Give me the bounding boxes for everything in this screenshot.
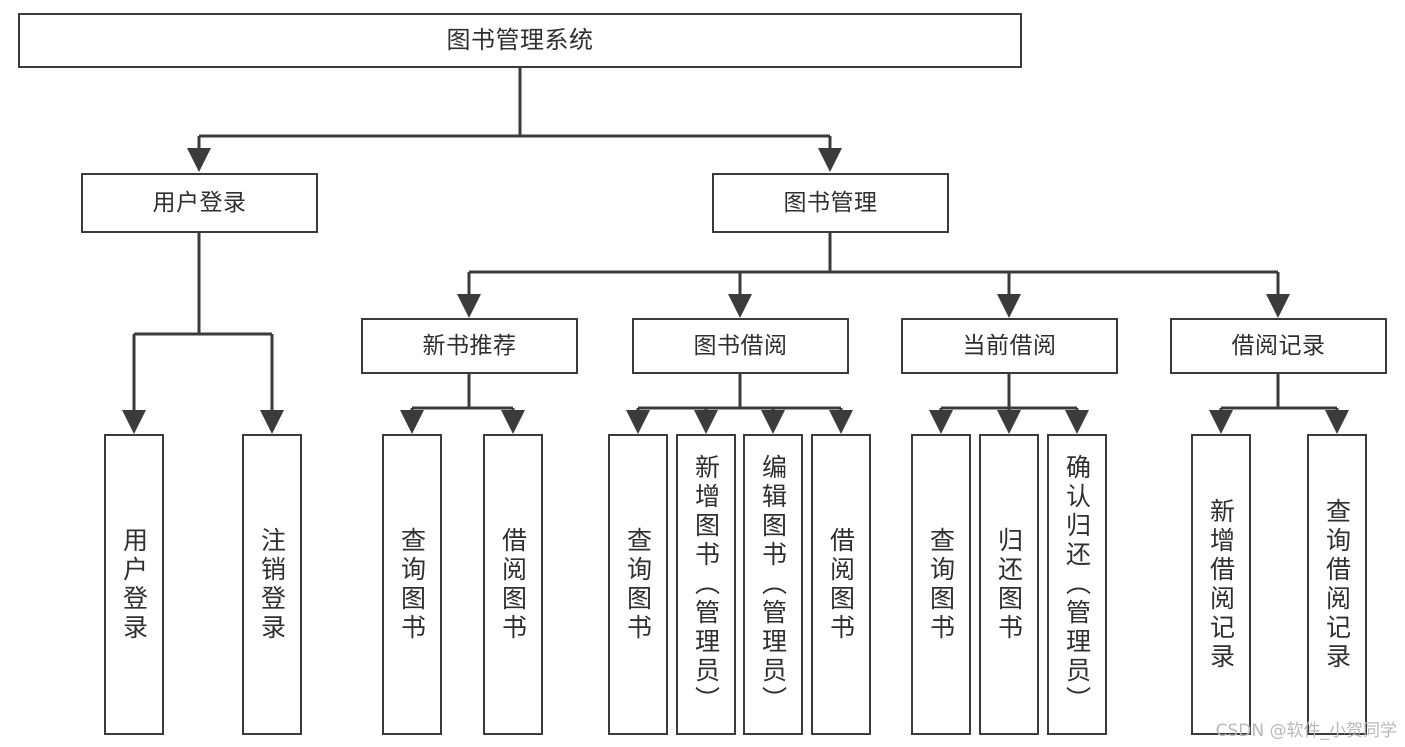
node-label: 确认归还（管理员） (1062, 454, 1092, 715)
node-new-book-recommend[interactable]: 新书推荐 (361, 318, 578, 374)
node-user-login[interactable]: 用户登录 (81, 173, 318, 233)
node-label: 用户登录 (152, 189, 247, 216)
node-book-management[interactable]: 图书管理 (712, 173, 949, 233)
node-label: 编辑图书（管理员） (758, 454, 788, 715)
leaf-borrow-record-add[interactable]: 新增借阅记录 (1191, 434, 1251, 735)
leaf-new-book-borrow[interactable]: 借阅图书 (483, 434, 543, 735)
leaf-current-borrow-confirm-return[interactable]: 确认归还（管理员） (1047, 434, 1107, 735)
node-label: 借阅图书 (498, 526, 528, 643)
node-label: 图书管理系统 (446, 25, 594, 54)
leaf-book-borrow-edit[interactable]: 编辑图书（管理员） (743, 434, 803, 735)
node-label: 新书推荐 (422, 332, 517, 359)
node-label: 新增图书（管理员） (691, 454, 721, 715)
node-label: 借阅图书 (826, 526, 856, 643)
node-label: 图书管理 (783, 189, 878, 216)
leaf-current-borrow-return[interactable]: 归还图书 (979, 434, 1039, 735)
node-label: 注销登录 (257, 526, 287, 643)
node-root-book-management-system[interactable]: 图书管理系统 (18, 13, 1022, 68)
leaf-current-borrow-query[interactable]: 查询图书 (911, 434, 971, 735)
leaf-book-borrow-query[interactable]: 查询图书 (608, 434, 668, 735)
leaf-new-book-query[interactable]: 查询图书 (382, 434, 442, 735)
node-label: 查询借阅记录 (1322, 497, 1352, 672)
node-label: 归还图书 (994, 526, 1024, 643)
node-label: 当前借阅 (962, 332, 1057, 359)
node-label: 图书借阅 (693, 332, 788, 359)
node-book-borrow[interactable]: 图书借阅 (632, 318, 849, 374)
node-borrow-record[interactable]: 借阅记录 (1170, 318, 1387, 374)
node-label: 查询图书 (623, 526, 653, 643)
node-label: 新增借阅记录 (1206, 497, 1236, 672)
leaf-user-login-signin[interactable]: 用户登录 (104, 434, 164, 735)
leaf-book-borrow-lend[interactable]: 借阅图书 (811, 434, 871, 735)
leaf-user-login-signout[interactable]: 注销登录 (242, 434, 302, 735)
leaf-borrow-record-query[interactable]: 查询借阅记录 (1307, 434, 1367, 735)
node-label: 借阅记录 (1231, 332, 1326, 359)
node-label: 查询图书 (926, 526, 956, 643)
node-label: 查询图书 (397, 526, 427, 643)
node-current-borrow[interactable]: 当前借阅 (901, 318, 1118, 374)
leaf-book-borrow-add[interactable]: 新增图书（管理员） (676, 434, 736, 735)
node-label: 用户登录 (119, 526, 149, 643)
